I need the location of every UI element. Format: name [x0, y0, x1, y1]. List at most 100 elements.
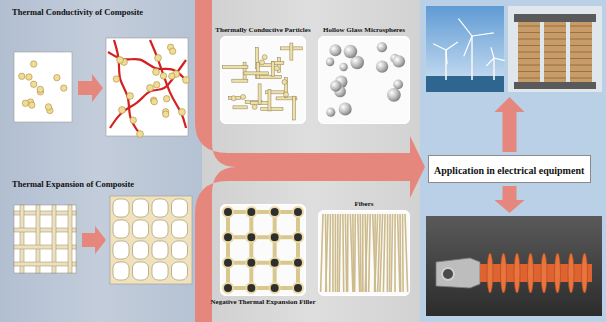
coil-line: [570, 52, 592, 53]
particle-dot: [260, 60, 265, 65]
glass-sphere: [344, 45, 358, 59]
filler-dot: [61, 85, 67, 91]
lattice-link: [273, 212, 277, 288]
coil-line: [518, 65, 540, 66]
insulator-shed: [514, 253, 520, 293]
coil-line: [544, 71, 566, 72]
lattice-bar: [14, 245, 76, 249]
transformer-frame: [514, 82, 596, 89]
glass-sphere: [329, 44, 341, 56]
box-label: Application in electrical equipment: [434, 165, 584, 177]
particle-dot: [262, 55, 267, 60]
lattice-atom: [293, 207, 303, 217]
lattice-atom: [270, 258, 280, 268]
illustration-group: [14, 6, 602, 316]
tile-heading: Hollow Glass Microspheres: [323, 26, 405, 34]
coil-line: [544, 52, 566, 53]
sea: [426, 76, 504, 92]
filler-dot: [127, 93, 134, 100]
lattice-atom: [223, 207, 233, 217]
fiber: [375, 214, 378, 292]
insulator-shed: [582, 253, 588, 293]
heat-path: [110, 60, 186, 128]
section-heading: Thermal Conductivity of Composite: [12, 8, 143, 18]
filler-dot: [54, 74, 60, 80]
transformer-coil: [570, 22, 592, 82]
fiber: [350, 214, 353, 292]
particle-stick: [222, 66, 248, 69]
coil-line: [544, 32, 566, 33]
fiber: [391, 214, 392, 292]
fiber: [345, 214, 346, 292]
coil-line: [544, 26, 566, 27]
lattice-atom: [246, 283, 256, 293]
fiber: [354, 214, 356, 292]
heat-path: [114, 40, 140, 134]
fiber: [347, 214, 349, 292]
application-box: Application in electrical equipment: [428, 155, 591, 183]
coil-line: [518, 26, 540, 27]
glass-sphere: [339, 102, 352, 115]
filler-dot: [30, 61, 36, 67]
coil-line: [570, 78, 592, 79]
glass-sphere: [376, 60, 388, 72]
section-heading: Thermal Expansion of Composite: [12, 180, 134, 190]
fiber: [326, 214, 328, 292]
lattice-cell: [133, 199, 149, 217]
turbine-tower: [493, 58, 495, 80]
small-arrow: [82, 226, 106, 254]
merge-arrow-head: [410, 136, 425, 198]
fiber: [339, 214, 340, 292]
lattice-cell: [113, 262, 129, 280]
coil-line: [544, 78, 566, 79]
lattice-bar: [14, 262, 76, 266]
glass-sphere: [377, 42, 387, 52]
filler-dot: [137, 131, 144, 138]
lattice-atom: [223, 232, 233, 242]
lattice-atom: [223, 283, 233, 293]
fiber: [394, 214, 396, 292]
filler-tile: Hollow Glass Microspheres: [318, 36, 410, 124]
lattice-bar: [14, 228, 76, 232]
fiber: [342, 214, 344, 292]
fiber: [399, 214, 401, 292]
lattice-cell: [113, 241, 129, 259]
turbine-blade: [464, 36, 472, 56]
coil-line: [518, 58, 540, 59]
insulator-shed: [555, 253, 561, 293]
insulator-shed: [501, 253, 507, 293]
composite-square: [106, 38, 188, 136]
composite-square: [14, 52, 72, 122]
fiber: [337, 214, 339, 292]
tile-ground: [318, 36, 410, 124]
fiber: [359, 214, 361, 292]
lattice-atom: [246, 258, 256, 268]
filler-dot: [163, 111, 169, 117]
turbine-blade: [491, 47, 494, 58]
lattice-cell: [133, 220, 149, 238]
composite-square: [110, 196, 192, 284]
particle-stick: [258, 84, 261, 104]
turbine-tower: [471, 36, 473, 80]
turbine-blade: [472, 33, 494, 36]
lattice-link: [226, 212, 230, 288]
turbine-photo: [426, 6, 504, 92]
particle-stick: [244, 72, 269, 75]
insulator-shed: [541, 253, 547, 293]
tile-ground: [220, 36, 306, 124]
coil-line: [570, 71, 592, 72]
transformer-photo: [508, 6, 602, 92]
filler-dot: [153, 69, 160, 76]
lattice-cell: [172, 241, 188, 259]
glass-sphere: [326, 108, 335, 117]
glass-sphere: [387, 88, 401, 102]
lattice-cell: [152, 241, 168, 259]
filler-dot: [160, 73, 166, 79]
right-panel: [420, 0, 606, 322]
fiber: [380, 214, 383, 292]
coil-line: [570, 65, 592, 66]
particle-stick: [233, 106, 247, 109]
insulator-shed: [487, 253, 493, 293]
lattice-atom: [246, 232, 256, 242]
